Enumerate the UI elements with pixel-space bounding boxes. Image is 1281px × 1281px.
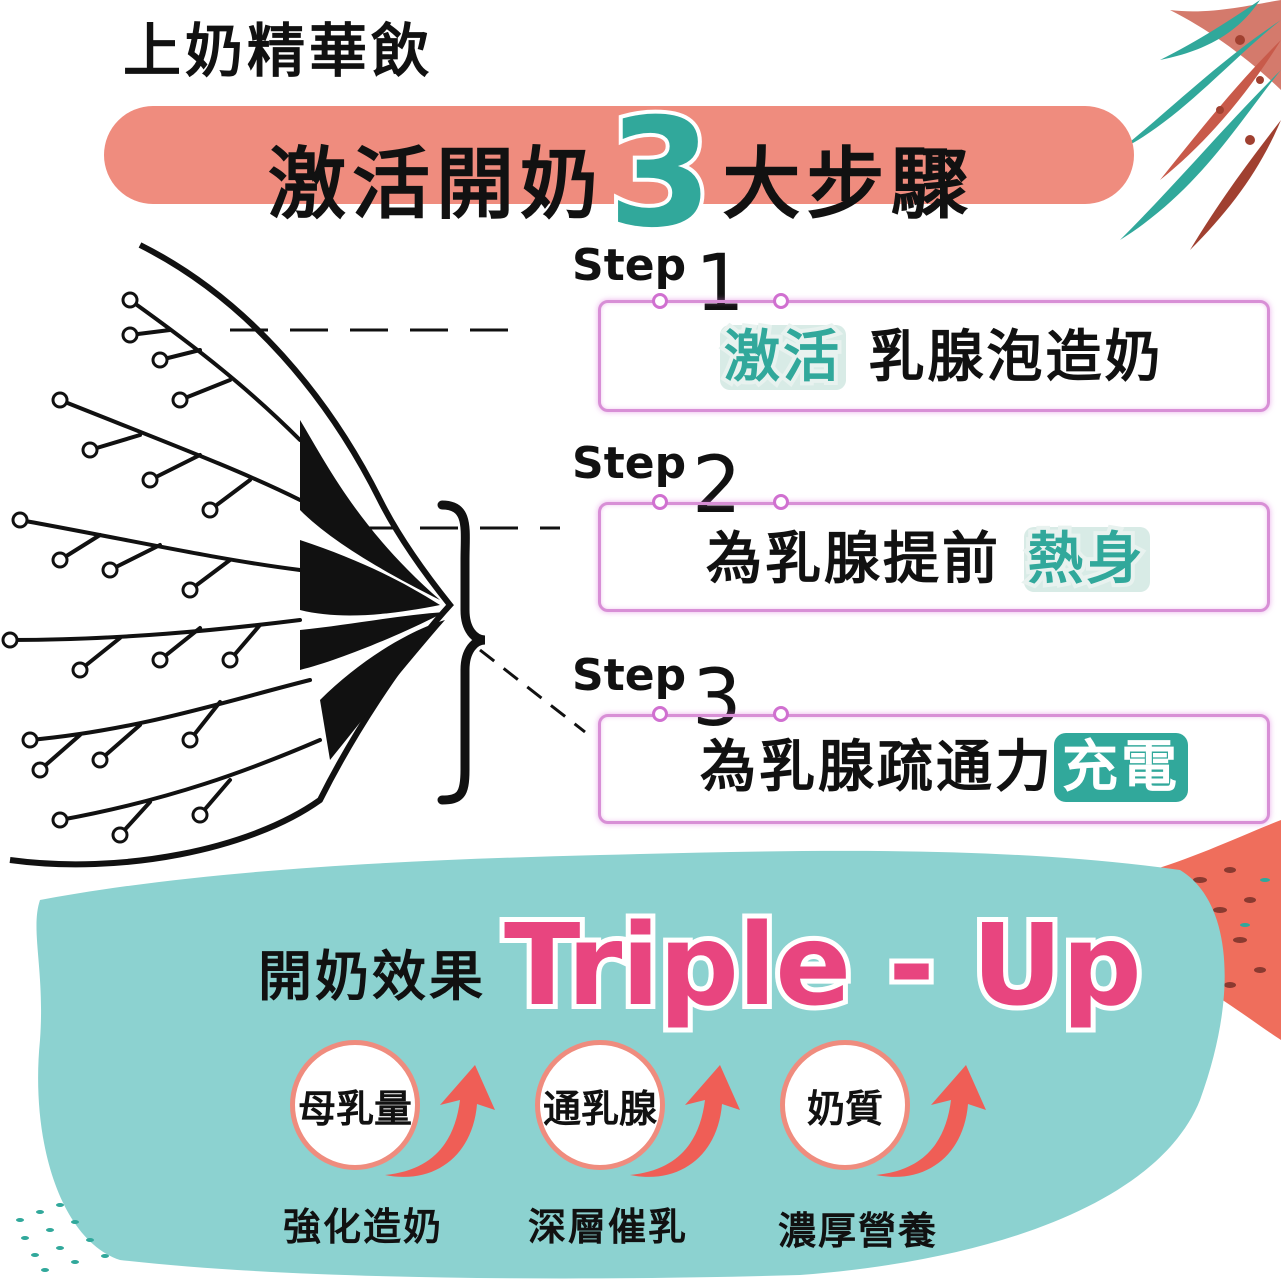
effect-circle-2: 通乳腺	[535, 1040, 665, 1170]
connector-lines	[230, 328, 586, 805]
connector-dot	[773, 293, 789, 309]
up-arrow-icon	[385, 1065, 495, 1177]
up-arrow-icon	[630, 1065, 740, 1177]
effect-caption-3: 濃厚營養	[778, 1209, 939, 1253]
step-2-box	[598, 502, 1270, 612]
effect-headline: Triple - Up	[499, 901, 1147, 1031]
effect-circle-1-text: 母乳量	[297, 1086, 412, 1131]
leaf-decoration	[1120, 0, 1281, 250]
step-3-box	[598, 714, 1270, 824]
step-1-label: Step	[572, 240, 687, 291]
mammary-gland-illustration	[1, 242, 454, 868]
step-3-label: Step	[572, 650, 687, 701]
effect-caption-1: 強化造奶	[283, 1205, 444, 1249]
step-2-label: Step	[572, 438, 687, 489]
step-2-highlight: 熱身	[1023, 527, 1150, 592]
step-3-number: 3	[692, 654, 742, 744]
step-2-description: 為乳腺提前	[706, 527, 1001, 592]
connector-dot	[652, 706, 668, 722]
step-2-text: 為乳腺提前 熱身	[706, 527, 1150, 592]
page-subtitle: 上奶精華飲	[123, 17, 434, 85]
connector-dot	[773, 706, 789, 722]
up-arrow-icon	[876, 1065, 986, 1177]
step-1-description: 乳腺泡造奶	[868, 325, 1164, 390]
page-title: 激活開奶3大步驟	[268, 95, 975, 253]
title-banner	[104, 106, 1134, 204]
effect-circle-3-text: 奶質	[806, 1086, 883, 1131]
connector-dot	[773, 494, 789, 510]
step-1-text: 激活 乳腺泡造奶	[720, 325, 1164, 390]
step-1-highlight: 激活	[720, 325, 846, 390]
effect-circle-2-text: 通乳腺	[542, 1086, 657, 1131]
title-number: 3	[604, 87, 719, 261]
effect-caption-2: 深層催乳	[528, 1205, 689, 1249]
connector-dot	[652, 494, 668, 510]
effect-circle-1: 母乳量	[290, 1040, 420, 1170]
step-2-number: 2	[692, 441, 742, 531]
step-1-box	[598, 300, 1270, 412]
step-1-number: 1	[695, 239, 745, 329]
connector-dot	[652, 293, 668, 309]
title-part2: 大步驟	[722, 140, 975, 230]
effect-label: 開奶效果	[258, 945, 486, 1008]
step-3-text: 為乳腺疏通力充電	[700, 733, 1188, 802]
effect-circle-3: 奶質	[780, 1040, 910, 1170]
title-part1: 激活開奶	[268, 140, 605, 230]
step-3-highlight: 充電	[1054, 733, 1188, 802]
step-3-description: 為乳腺疏通力	[700, 735, 1054, 800]
dots-decoration	[16, 1203, 109, 1272]
